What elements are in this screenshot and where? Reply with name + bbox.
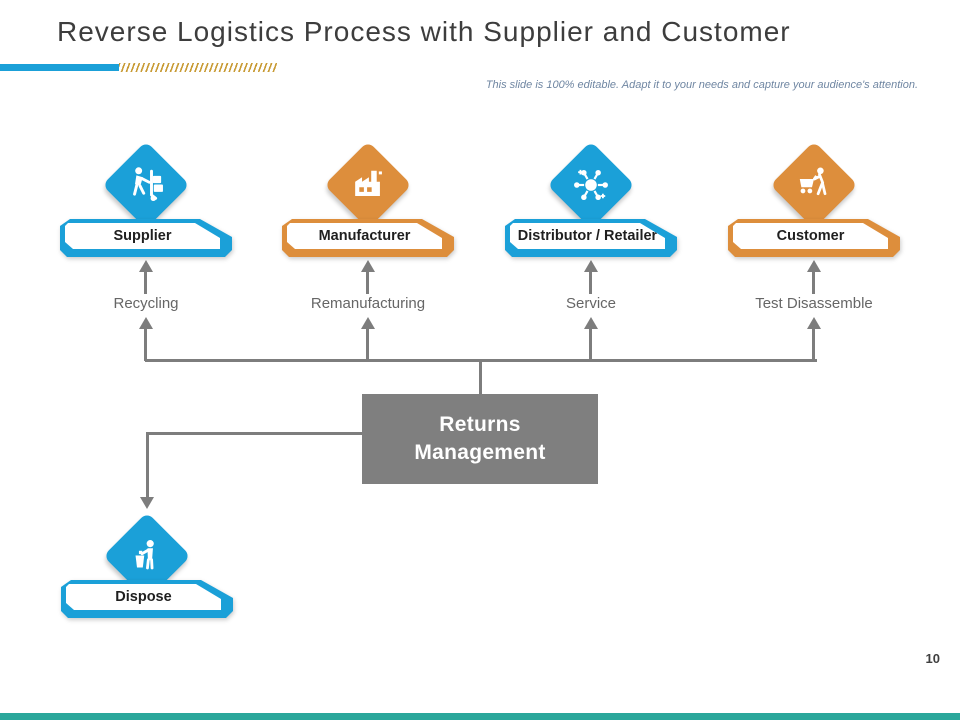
label-box-face: Distributor / Retailer [510, 223, 665, 249]
returns-label-line1: Returns [439, 412, 521, 436]
returns-label-line2: Management [414, 441, 546, 464]
main-connector-line [145, 359, 817, 362]
arrow-to-test-disassemble [807, 317, 821, 329]
node-label: Supplier [113, 228, 172, 244]
arrow-to-distributor [584, 260, 598, 272]
arrow-to-remanufacturing [361, 317, 375, 329]
connector-line [589, 328, 592, 361]
editable-note: This slide is 100% editable. Adapt it to… [485, 79, 918, 91]
arrow-to-dispose [140, 497, 154, 509]
connector-line [589, 271, 592, 294]
dispose-label-box[interactable]: Dispose [61, 580, 233, 618]
hand-truck-icon [133, 167, 163, 202]
returns-drop-line [479, 361, 482, 395]
label-box-face: Customer [733, 223, 888, 249]
process-label-recycling: Recycling [113, 295, 179, 312]
footer-accent-bar [0, 713, 960, 720]
arrow-to-manufacturer [361, 260, 375, 272]
arrow-to-service [584, 317, 598, 329]
connector-line [812, 271, 815, 294]
node-label: Customer [776, 228, 845, 244]
manufacturer-label-box[interactable]: Manufacturer [282, 219, 454, 257]
returns-management-box[interactable]: Returns Management [362, 394, 598, 484]
connector-line [144, 328, 147, 361]
page-title: Reverse Logistics Process with Supplier … [57, 16, 791, 47]
connector-line [366, 271, 369, 294]
connector-line [812, 328, 815, 361]
dispose-branch-line [146, 432, 362, 435]
process-label-remanufacturing: Remanufacturing [310, 295, 426, 312]
label-box-face: Supplier [65, 223, 220, 249]
connector-line [144, 271, 147, 294]
node-label: Dispose [115, 589, 172, 605]
connector-line [366, 328, 369, 361]
network-icon [574, 169, 608, 201]
title-underline-bar [0, 64, 119, 71]
process-label-service: Service [565, 295, 617, 312]
label-box-face: Dispose [66, 584, 221, 610]
shopping-cart-icon [799, 167, 827, 196]
label-box-face: Manufacturer [287, 223, 442, 249]
supplier-label-box[interactable]: Supplier [60, 219, 232, 257]
arrow-to-supplier [139, 260, 153, 272]
trash-bin-icon [135, 540, 154, 570]
dispose-down-line [146, 432, 149, 498]
factory-icon [355, 170, 382, 196]
process-label-test-disassemble: Test Disassemble [755, 295, 873, 312]
arrow-to-customer [807, 260, 821, 272]
arrow-to-recycling [139, 317, 153, 329]
page-number: 10 [925, 651, 940, 666]
node-label: Manufacturer [318, 228, 411, 244]
title-zigzag-decoration [119, 63, 277, 72]
distributor-label-box[interactable]: Distributor / Retailer [505, 219, 677, 257]
customer-label-box[interactable]: Customer [728, 219, 900, 257]
node-label: Distributor / Retailer [517, 228, 658, 244]
